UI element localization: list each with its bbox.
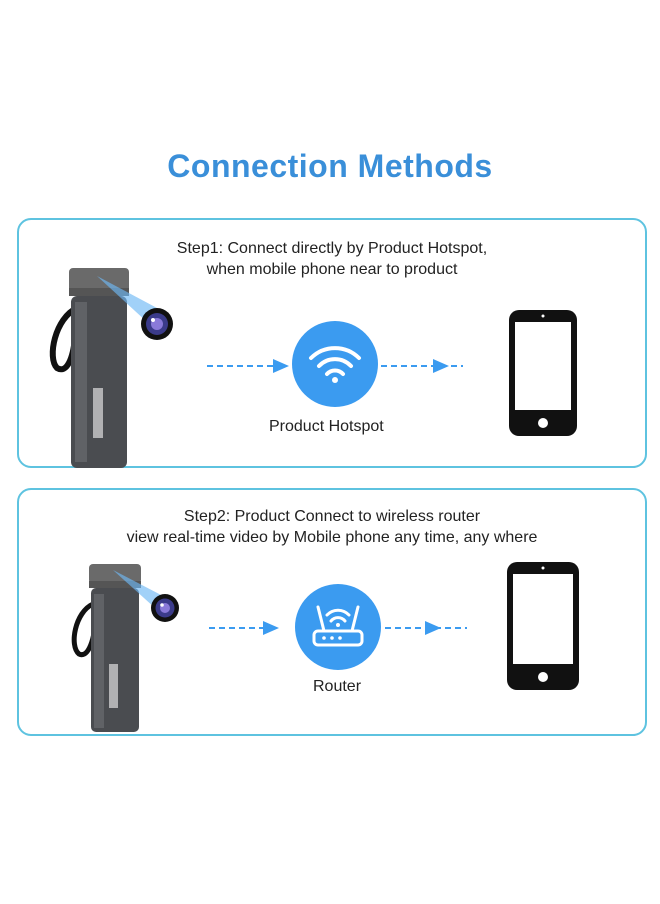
wifi-icon — [309, 346, 361, 383]
step2-panel: Step2: Product Connect to wireless route… — [17, 488, 647, 736]
product-hotspot-label: Product Hotspot — [269, 418, 384, 435]
router-node — [295, 584, 381, 670]
page-title: Connection Methods — [167, 148, 493, 184]
step1-line1: Step1: Connect directly by Product Hotsp… — [176, 240, 488, 257]
step1-panel: Step1: Connect directly by Product Hotsp… — [17, 218, 647, 468]
arrow-node-to-phone — [385, 621, 467, 635]
smartphone-icon — [507, 562, 579, 690]
arrow-bottle-to-node — [209, 621, 279, 635]
step2-line2: view real-time video by Mobile phone any… — [126, 529, 538, 546]
step1-line2: when mobile phone near to product — [206, 261, 458, 278]
camera-bottle-image — [49, 268, 173, 468]
step2-line1: Step2: Product Connect to wireless route… — [183, 508, 481, 525]
arrow-node-to-phone — [381, 359, 463, 373]
smartphone-icon — [509, 310, 577, 436]
router-label: Router — [313, 678, 362, 695]
product-hotspot-node — [292, 321, 378, 407]
router-icon — [312, 605, 364, 647]
camera-bottle-image — [71, 564, 179, 732]
arrow-bottle-to-node — [207, 359, 289, 373]
